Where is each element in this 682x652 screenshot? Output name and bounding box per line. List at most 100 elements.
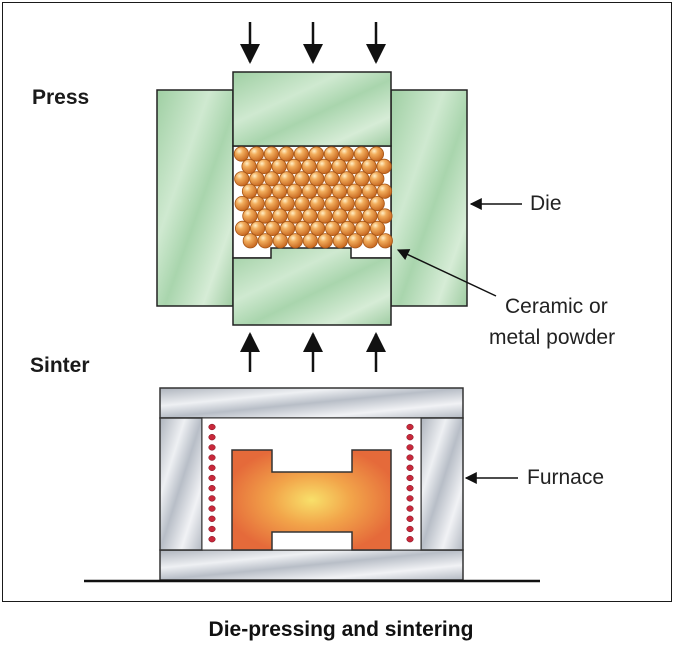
powder-particle (376, 183, 393, 199)
powder-particle (354, 220, 371, 236)
heating-coil-dot (406, 495, 414, 502)
powder-particle (369, 220, 386, 236)
powder-particle (376, 158, 392, 174)
powder-particle (257, 233, 273, 249)
powder-particle (324, 171, 340, 187)
press-label: Press (32, 86, 90, 109)
heating-coil-dot (208, 495, 216, 502)
powder-particle (324, 220, 341, 236)
powder-particle (317, 233, 333, 249)
powder-particle (272, 233, 288, 249)
heating-coil-dot (406, 474, 414, 482)
powder-particle (368, 146, 384, 162)
powder-particle (362, 233, 378, 249)
heating-coil-dot (406, 434, 414, 441)
die-right (390, 89, 468, 307)
heating-coil-dot (208, 444, 216, 451)
powder-particle (324, 196, 340, 212)
powder-particle (264, 220, 281, 236)
heating-coil-dot (406, 515, 414, 522)
powder-particle (302, 233, 318, 249)
powder-particle (234, 171, 250, 187)
powder-particle (241, 158, 257, 174)
powder-callout-arrow (396, 249, 497, 297)
heating-coil-dot (208, 423, 216, 431)
powder-particles (233, 146, 393, 249)
powder-particle (316, 158, 332, 174)
powder-particle (332, 233, 348, 249)
heating-coil-dot (406, 505, 414, 512)
lower-punch (232, 247, 392, 326)
heating-coil-dot (208, 434, 216, 441)
powder-particle (279, 220, 296, 236)
powder-particle (331, 183, 348, 199)
powder-particle (339, 220, 356, 236)
powder-particle (249, 196, 265, 212)
heating-coil-dot (208, 474, 216, 482)
powder-particle (347, 208, 363, 224)
powder-particle (287, 233, 303, 249)
powder-particle (317, 208, 333, 224)
heating-coil-dot (406, 423, 414, 431)
powder-particle (248, 146, 264, 162)
powder-particle (286, 158, 302, 174)
powder-particle (233, 146, 249, 162)
powder-particle (242, 208, 258, 224)
press-arrows-top (240, 22, 386, 64)
powder-particle (264, 196, 280, 212)
powder-particle (301, 158, 317, 174)
powder-particle (346, 183, 363, 199)
powder-particle (279, 171, 295, 187)
heating-coil-dot (406, 444, 414, 451)
diagram-frame (2, 2, 672, 602)
powder-particle (346, 158, 362, 174)
powder-particle (332, 208, 348, 224)
heating-coil-dot (208, 515, 216, 522)
powder-particle (242, 233, 258, 249)
heating-coil-dot (208, 536, 216, 543)
powder-particle (323, 146, 339, 162)
heating-coil-dot (406, 464, 414, 471)
powder-particle (234, 196, 250, 212)
heating-coil-dot (208, 505, 216, 512)
powder-label-line2: metal powder (489, 326, 616, 349)
heating-coil-dot (208, 454, 216, 461)
powder-particle (339, 196, 355, 212)
powder-particle (278, 146, 294, 162)
powder-particle (331, 158, 347, 174)
heating-coil-dot (406, 485, 414, 492)
powder-particle (294, 220, 311, 236)
powder-particle (286, 183, 303, 199)
powder-particle (309, 171, 325, 187)
upper-punch (232, 71, 392, 147)
powder-particle (271, 183, 288, 199)
powder-particle (302, 208, 318, 224)
heating-coil-dot (406, 536, 414, 543)
powder-particle (347, 233, 363, 249)
powder-particle (256, 158, 272, 174)
powder-particle (257, 208, 273, 224)
powder-particle (249, 171, 265, 187)
powder-particle (353, 146, 369, 162)
powder-particle (338, 146, 354, 162)
powder-particle (354, 171, 370, 187)
powder-particle (287, 208, 303, 224)
powder-particle (250, 220, 266, 236)
powder-particle (309, 220, 326, 236)
powder-particle (279, 196, 295, 212)
sinter-label: Sinter (30, 354, 90, 377)
powder-particle (339, 171, 355, 187)
powder-particle (256, 183, 273, 199)
powder-particle (294, 196, 310, 212)
powder-particle (369, 171, 385, 187)
heating-coil-dot (208, 464, 216, 471)
powder-particle (263, 146, 279, 162)
die-label: Die (530, 192, 562, 215)
heating-coil-dot (208, 485, 216, 492)
heating-coil-dot (208, 525, 216, 533)
sintered-part (231, 449, 392, 551)
heating-coil-dot (406, 454, 414, 461)
heating-coils (208, 423, 414, 543)
powder-particle (377, 233, 393, 249)
powder-particle (294, 171, 310, 187)
